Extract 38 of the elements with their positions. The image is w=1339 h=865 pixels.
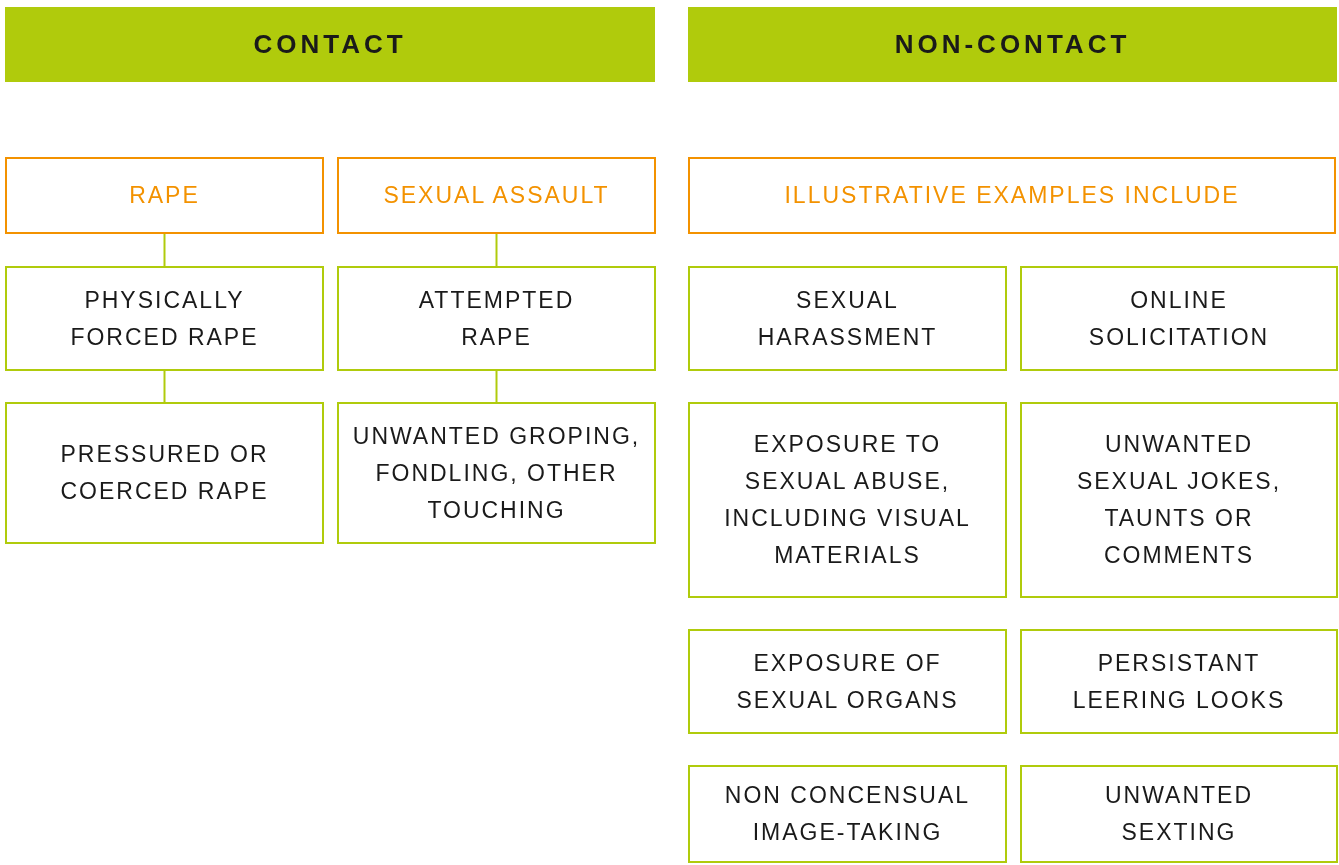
connector-line (163, 370, 166, 403)
example-box (337, 266, 656, 371)
example-label: PERSISTANT LEERING LOOKS (1071, 648, 1287, 715)
connector-line (163, 233, 166, 267)
category-label: ILLUSTRATIVE EXAMPLES INCLUDE (784, 181, 1240, 210)
example-box (1020, 765, 1338, 863)
example-label: SEXUAL HARASSMENT (756, 285, 939, 352)
example-box (688, 629, 1007, 734)
section-header-bar (5, 7, 655, 82)
example-box (1020, 266, 1338, 371)
section-header-bar (688, 7, 1337, 82)
example-box (5, 402, 324, 544)
example-label: ATTEMPTED RAPE (417, 285, 576, 352)
category-box (688, 157, 1336, 234)
category-box (337, 157, 656, 234)
example-label: EXPOSURE TO SEXUAL ABUSE, INCLUDING VISUAL MATERIALS (723, 430, 972, 570)
connector-line (495, 233, 498, 267)
example-label: UNWANTED SEXTING (1104, 781, 1254, 847)
example-box (337, 402, 656, 544)
example-label: NON CONCENSUAL IMAGE-TAKING (723, 781, 972, 847)
example-box (688, 402, 1007, 598)
section-title: CONTACT (253, 28, 407, 61)
section-title: NON-CONTACT (894, 28, 1131, 61)
category-label: SEXUAL ASSAULT (383, 181, 610, 210)
category-label: RAPE (129, 181, 200, 210)
example-box (1020, 402, 1338, 598)
example-box (688, 266, 1007, 371)
example-box (1020, 629, 1338, 734)
connector-line (495, 370, 498, 403)
category-box (5, 157, 324, 234)
example-box (688, 765, 1007, 863)
example-label: PHYSICALLY FORCED RAPE (69, 285, 260, 352)
example-box (5, 266, 324, 371)
example-label: UNWANTED SEXUAL JOKES, TAUNTS OR COMMENTS (1075, 430, 1283, 570)
example-label: UNWANTED GROPING, FONDLING, OTHER TOUCHING (351, 421, 642, 525)
example-label: PRESSURED OR COERCED RAPE (59, 440, 270, 506)
example-label: EXPOSURE OF SEXUAL ORGANS (735, 648, 960, 715)
example-label: ONLINE SOLICITATION (1087, 285, 1271, 352)
